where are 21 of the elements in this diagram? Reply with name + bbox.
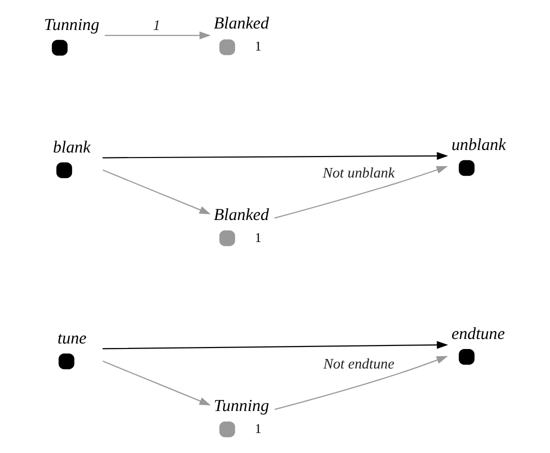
arrow	[102, 341, 448, 350]
arrow	[102, 360, 211, 406]
arrow	[274, 356, 448, 410]
edge-label: 1	[153, 18, 160, 34]
node-label: 1	[254, 38, 262, 54]
node-label: Tunning	[44, 14, 100, 34]
node-label: unblank	[451, 135, 506, 154]
node-label: Blanked	[214, 204, 269, 224]
arrow	[274, 166, 448, 219]
node-label: blank	[52, 137, 90, 156]
node-label: endtune	[451, 324, 505, 343]
edge-label: Not unblank	[322, 165, 395, 182]
node-label: 1	[254, 420, 262, 436]
node-label: tune	[57, 328, 87, 348]
edge-label: Not endtune	[323, 356, 394, 373]
node-label: Tunning	[214, 396, 270, 415]
node-label: 1	[254, 230, 262, 245]
arrow	[102, 170, 211, 214]
node-label: Blanked	[214, 14, 269, 33]
arrow	[102, 152, 448, 160]
arrow	[104, 31, 211, 40]
